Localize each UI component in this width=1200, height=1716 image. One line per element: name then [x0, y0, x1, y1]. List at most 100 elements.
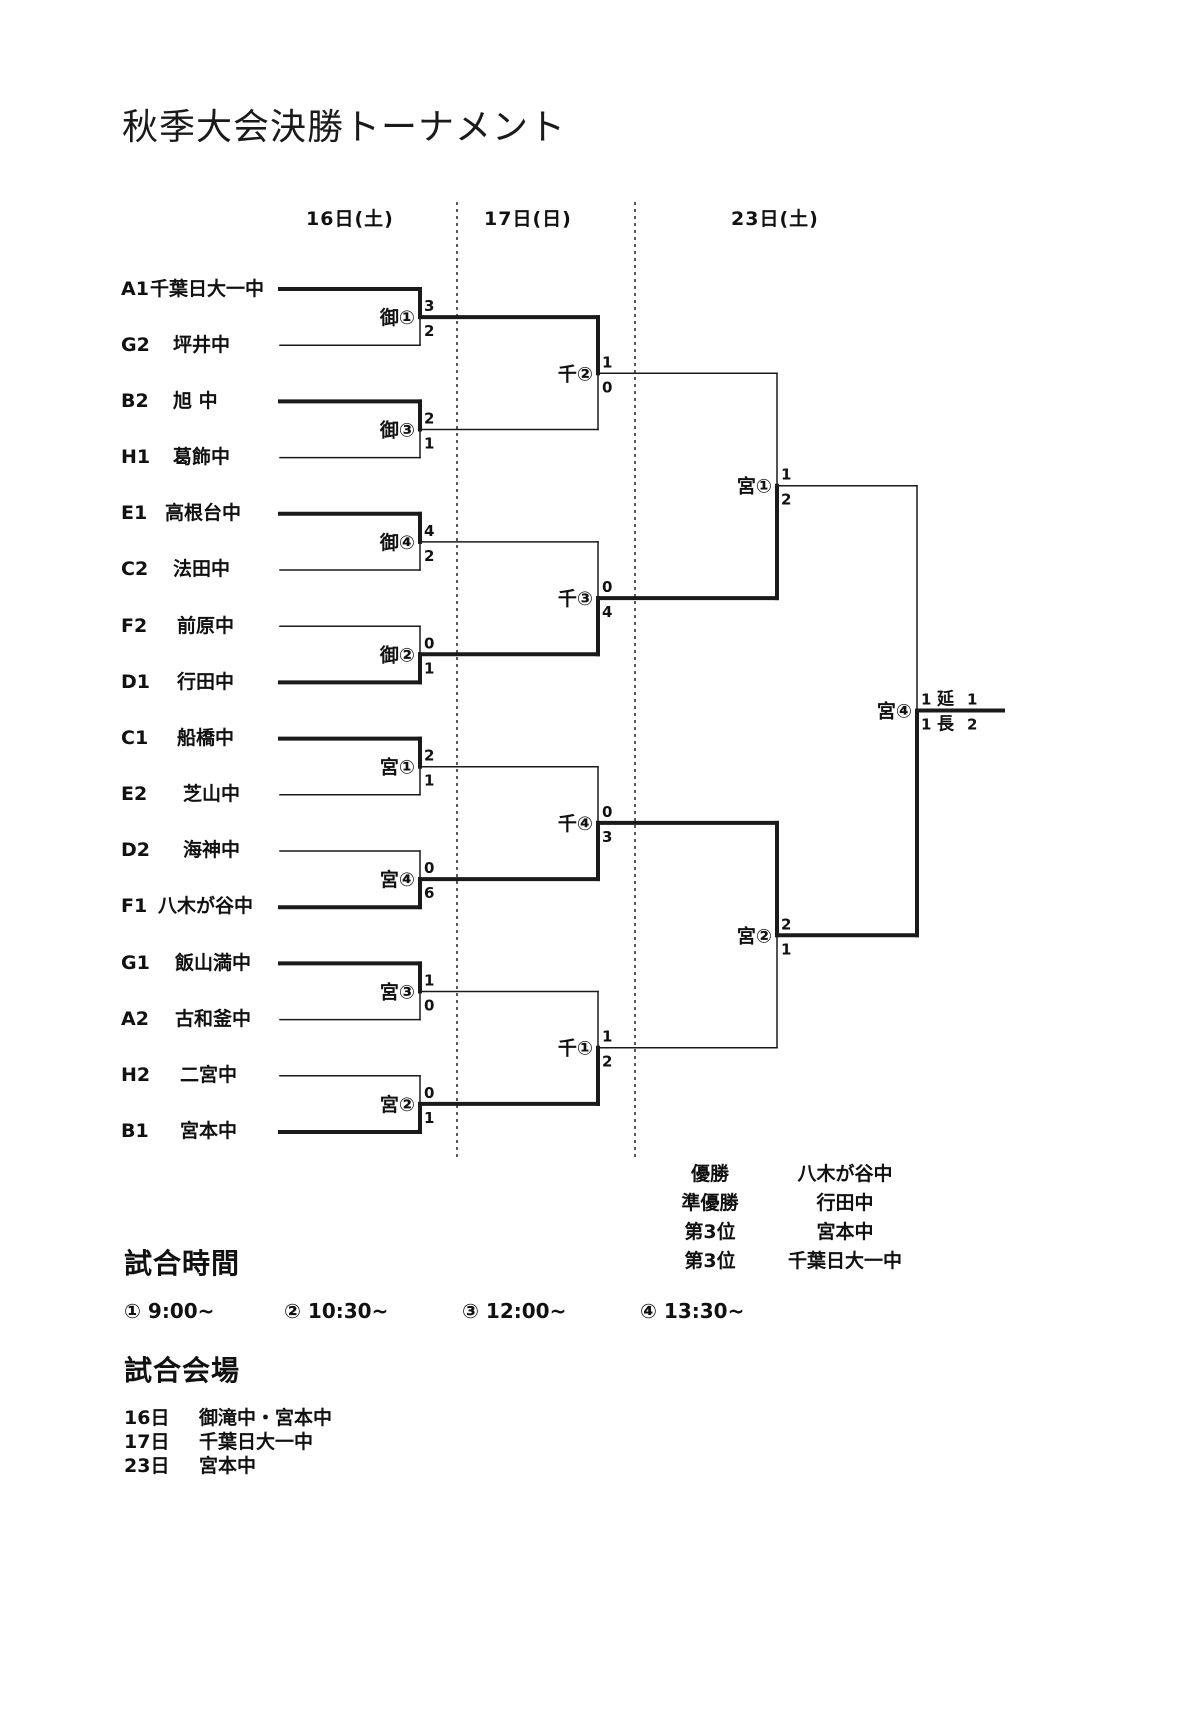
score-bottom: 1: [424, 659, 434, 677]
team-seed: C1: [121, 727, 149, 749]
venue-place: 宮本中: [199, 1455, 257, 1477]
match-code-r2: 千①: [558, 1038, 593, 1060]
time-slot: ③ 12:00~: [462, 1299, 566, 1323]
score-top: 1: [602, 353, 612, 371]
time-slot-mark: ②: [284, 1299, 301, 1323]
team-seed: D1: [121, 671, 150, 693]
match-code-r1: 御①: [379, 306, 415, 329]
match-code-r2: 千③: [558, 588, 593, 610]
score-bottom: 1: [424, 435, 434, 453]
venue-list: 16日御滝中・宮本中 17日 千葉日大一中 23日 宮本中: [124, 1406, 332, 1478]
team-name: 飯山満中: [175, 952, 252, 974]
team-seed: H2: [121, 1064, 151, 1086]
score-top: 0: [602, 803, 612, 821]
team-name: 法田中: [173, 558, 231, 580]
venue-day: 23日: [124, 1455, 170, 1477]
score-top: 2: [424, 747, 434, 765]
result-label: 優勝: [690, 1163, 729, 1185]
team-name: 高根台中: [165, 502, 242, 524]
score-top: 4: [424, 522, 434, 540]
team-name: 芝山中: [183, 783, 241, 805]
score-bottom: 1: [424, 1109, 434, 1127]
match-code-r3: 宮②: [737, 924, 772, 947]
team-seed: E2: [121, 783, 148, 805]
team-seed: B1: [121, 1120, 149, 1142]
match-code-r1: 宮③: [380, 981, 415, 1004]
score-top: 2: [424, 410, 434, 428]
score-bottom: 2: [424, 322, 434, 340]
score-bottom: 0: [602, 378, 612, 396]
team-seed: G1: [121, 952, 150, 974]
day-header-17: 17日(日): [484, 208, 572, 230]
time-slot-time: 13:30~: [663, 1299, 745, 1323]
team-seed: E1: [121, 502, 148, 524]
team-seed: B2: [121, 390, 149, 412]
match-code-final: 宮④: [877, 700, 912, 723]
team-name: 葛飾中: [173, 446, 231, 468]
score-top: 1: [921, 691, 931, 709]
team-seed: F2: [121, 615, 148, 637]
time-slot-time: 9:00~: [147, 1299, 215, 1323]
score-bottom: 3: [602, 828, 612, 846]
shootout-score: 1: [967, 691, 977, 709]
score-bottom: 6: [424, 884, 434, 902]
result-label: 第3位: [684, 1221, 736, 1243]
team-name: 八木が谷中: [158, 895, 254, 917]
time-slot-mark: ①: [124, 1299, 141, 1323]
venue-day: 17日: [124, 1431, 170, 1453]
venue-place: 千葉日大一中: [199, 1431, 314, 1453]
venue-place: 御滝中・宮本中: [199, 1407, 333, 1429]
match-code-r1: 御④: [379, 531, 415, 554]
result-team: 行田中: [816, 1192, 874, 1214]
match-code-r1: 宮④: [380, 868, 415, 891]
team-seed: C2: [121, 558, 149, 580]
venue-heading: 試合会場: [124, 1354, 241, 1387]
result-team: 千葉日大一中: [787, 1250, 902, 1272]
time-slot: ④ 13:30~: [640, 1299, 744, 1323]
results-teams: 八木が谷中 行田中 宮本中 千葉日大一中: [780, 1160, 910, 1276]
score-bottom: 4: [602, 603, 612, 621]
venue-row: 23日 宮本中: [124, 1454, 332, 1478]
team-seed: G2: [121, 334, 150, 356]
score-top: 2: [781, 915, 791, 933]
match-code-r1: 宮②: [380, 1093, 415, 1116]
time-slot-mark: ④: [640, 1299, 657, 1323]
time-slot-time: 10:30~: [307, 1299, 389, 1323]
score-top: 3: [424, 297, 434, 315]
time-slot-time: 12:00~: [485, 1299, 567, 1323]
score-top: 0: [602, 578, 612, 596]
result-label: 準優勝: [681, 1192, 739, 1214]
match-code-r1: 御③: [379, 419, 415, 442]
team-name: 前原中: [177, 615, 235, 637]
score-bottom: 2: [781, 491, 791, 509]
match-code-r1: 宮①: [380, 756, 415, 779]
score-bottom: 1: [781, 940, 791, 958]
team-name: 坪井中: [173, 334, 231, 356]
venue-row: 17日 千葉日大一中: [124, 1430, 332, 1454]
team-name: 二宮中: [180, 1064, 238, 1086]
team-seed: A2: [121, 1008, 149, 1030]
match-time-heading: 試合時間: [124, 1247, 241, 1280]
score-top: 0: [424, 634, 434, 652]
venue-row: 16日御滝中・宮本中: [124, 1406, 332, 1430]
team-seed: D2: [121, 839, 150, 861]
day-header-16: 16日(土): [306, 208, 394, 230]
score-top: 1: [781, 466, 791, 484]
team-seed: A1: [121, 278, 149, 300]
team-name: 船橋中: [177, 727, 235, 749]
score-bottom: 2: [424, 547, 434, 565]
score-bottom: 2: [602, 1053, 612, 1071]
team-name: 千葉日大一中: [150, 278, 265, 300]
result-label: 第3位: [684, 1250, 736, 1272]
match-code-r1: 御②: [379, 643, 415, 666]
score-top: 0: [424, 1084, 434, 1102]
team-name: 海神中: [183, 839, 241, 861]
overtime-mark: 延: [936, 689, 955, 710]
score-bottom: 1: [424, 772, 434, 790]
result-team: 宮本中: [816, 1221, 874, 1243]
overtime-mark: 長: [937, 715, 955, 735]
team-name: 宮本中: [180, 1120, 238, 1142]
result-team: 八木が谷中: [797, 1163, 893, 1185]
team-name: 古和釜中: [175, 1008, 252, 1030]
match-code-r2: 千②: [558, 363, 593, 385]
